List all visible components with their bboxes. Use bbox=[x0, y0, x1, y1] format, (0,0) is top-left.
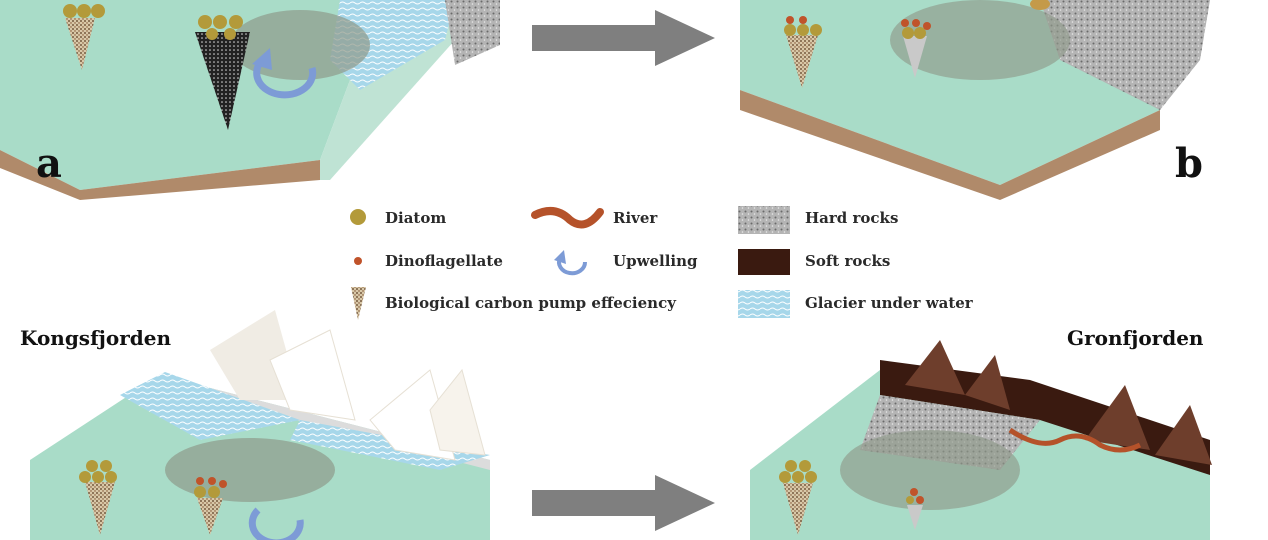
upwelling-arrow bbox=[253, 57, 317, 99]
sediment-plume bbox=[230, 10, 370, 80]
hard-rock-block bbox=[1040, 0, 1210, 110]
soft-rocks-swatch bbox=[738, 249, 790, 275]
dinoflagellate-icon bbox=[354, 257, 362, 265]
carbon-pump-cone bbox=[197, 498, 223, 535]
legend-soft-rocks-label: Soft rocks bbox=[805, 252, 891, 270]
glacier-under-water bbox=[120, 372, 300, 440]
sediment-plume bbox=[165, 438, 335, 502]
glacier-swatch bbox=[738, 290, 790, 318]
carbon-pump-icon bbox=[351, 287, 366, 320]
legend bbox=[350, 206, 790, 320]
carbon-pump-cone bbox=[783, 483, 813, 535]
carbon-pump-cone bbox=[85, 482, 115, 535]
diatom-icon bbox=[198, 15, 212, 29]
panel-letter-a: a bbox=[36, 140, 62, 187]
panel-b bbox=[740, 0, 1210, 200]
legend-diatom-label: Diatom bbox=[385, 209, 447, 227]
fjord-name-left: Kongsfjorden bbox=[20, 326, 172, 350]
legend-glacier-label: Glacier under water bbox=[805, 294, 973, 312]
legend-pump-label: Biological carbon pump effeciency bbox=[385, 294, 676, 312]
glacier-under-water bbox=[330, 0, 455, 90]
upwelling-icon bbox=[557, 257, 588, 276]
carbon-pump-cone bbox=[195, 32, 250, 130]
diatom-icon bbox=[91, 4, 105, 18]
river-path bbox=[1008, 427, 1142, 453]
carbon-pump-cone bbox=[786, 35, 818, 88]
diatom-icon bbox=[224, 28, 236, 40]
seabed-edge bbox=[0, 150, 320, 200]
panel-gronfjorden bbox=[750, 340, 1212, 540]
diatom-icon bbox=[213, 15, 227, 29]
carbon-pump-cone bbox=[65, 18, 95, 70]
transition-arrow bbox=[532, 10, 715, 66]
upwelling-arrow bbox=[248, 507, 304, 540]
sediment-plume bbox=[840, 430, 1020, 510]
panel-letter-b: b bbox=[1175, 140, 1203, 187]
carbon-pump-cone bbox=[903, 36, 927, 78]
legend-river-label: River bbox=[613, 209, 658, 227]
sediment-plume bbox=[890, 0, 1070, 80]
legend-dinoflagellate-label: Dinoflagellate bbox=[385, 252, 503, 270]
hard-rock-block bbox=[445, 0, 500, 65]
fjord-name-right: Gronfjorden bbox=[1067, 326, 1204, 350]
legend-upwelling-label: Upwelling bbox=[613, 252, 698, 270]
diatom-icon bbox=[77, 4, 91, 18]
hard-rocks-swatch bbox=[738, 206, 790, 234]
diatom-icon bbox=[229, 15, 243, 29]
diatom-icon bbox=[350, 209, 366, 225]
river-icon bbox=[531, 207, 604, 229]
panel-kongsfjorden bbox=[30, 310, 490, 540]
diatom-icon bbox=[206, 28, 218, 40]
legend-hard-rocks-label: Hard rocks bbox=[805, 209, 899, 227]
carbon-pump-cone bbox=[907, 505, 923, 530]
panel-a bbox=[0, 0, 500, 200]
diatom-icon bbox=[63, 4, 77, 18]
transition-arrow bbox=[532, 475, 715, 531]
